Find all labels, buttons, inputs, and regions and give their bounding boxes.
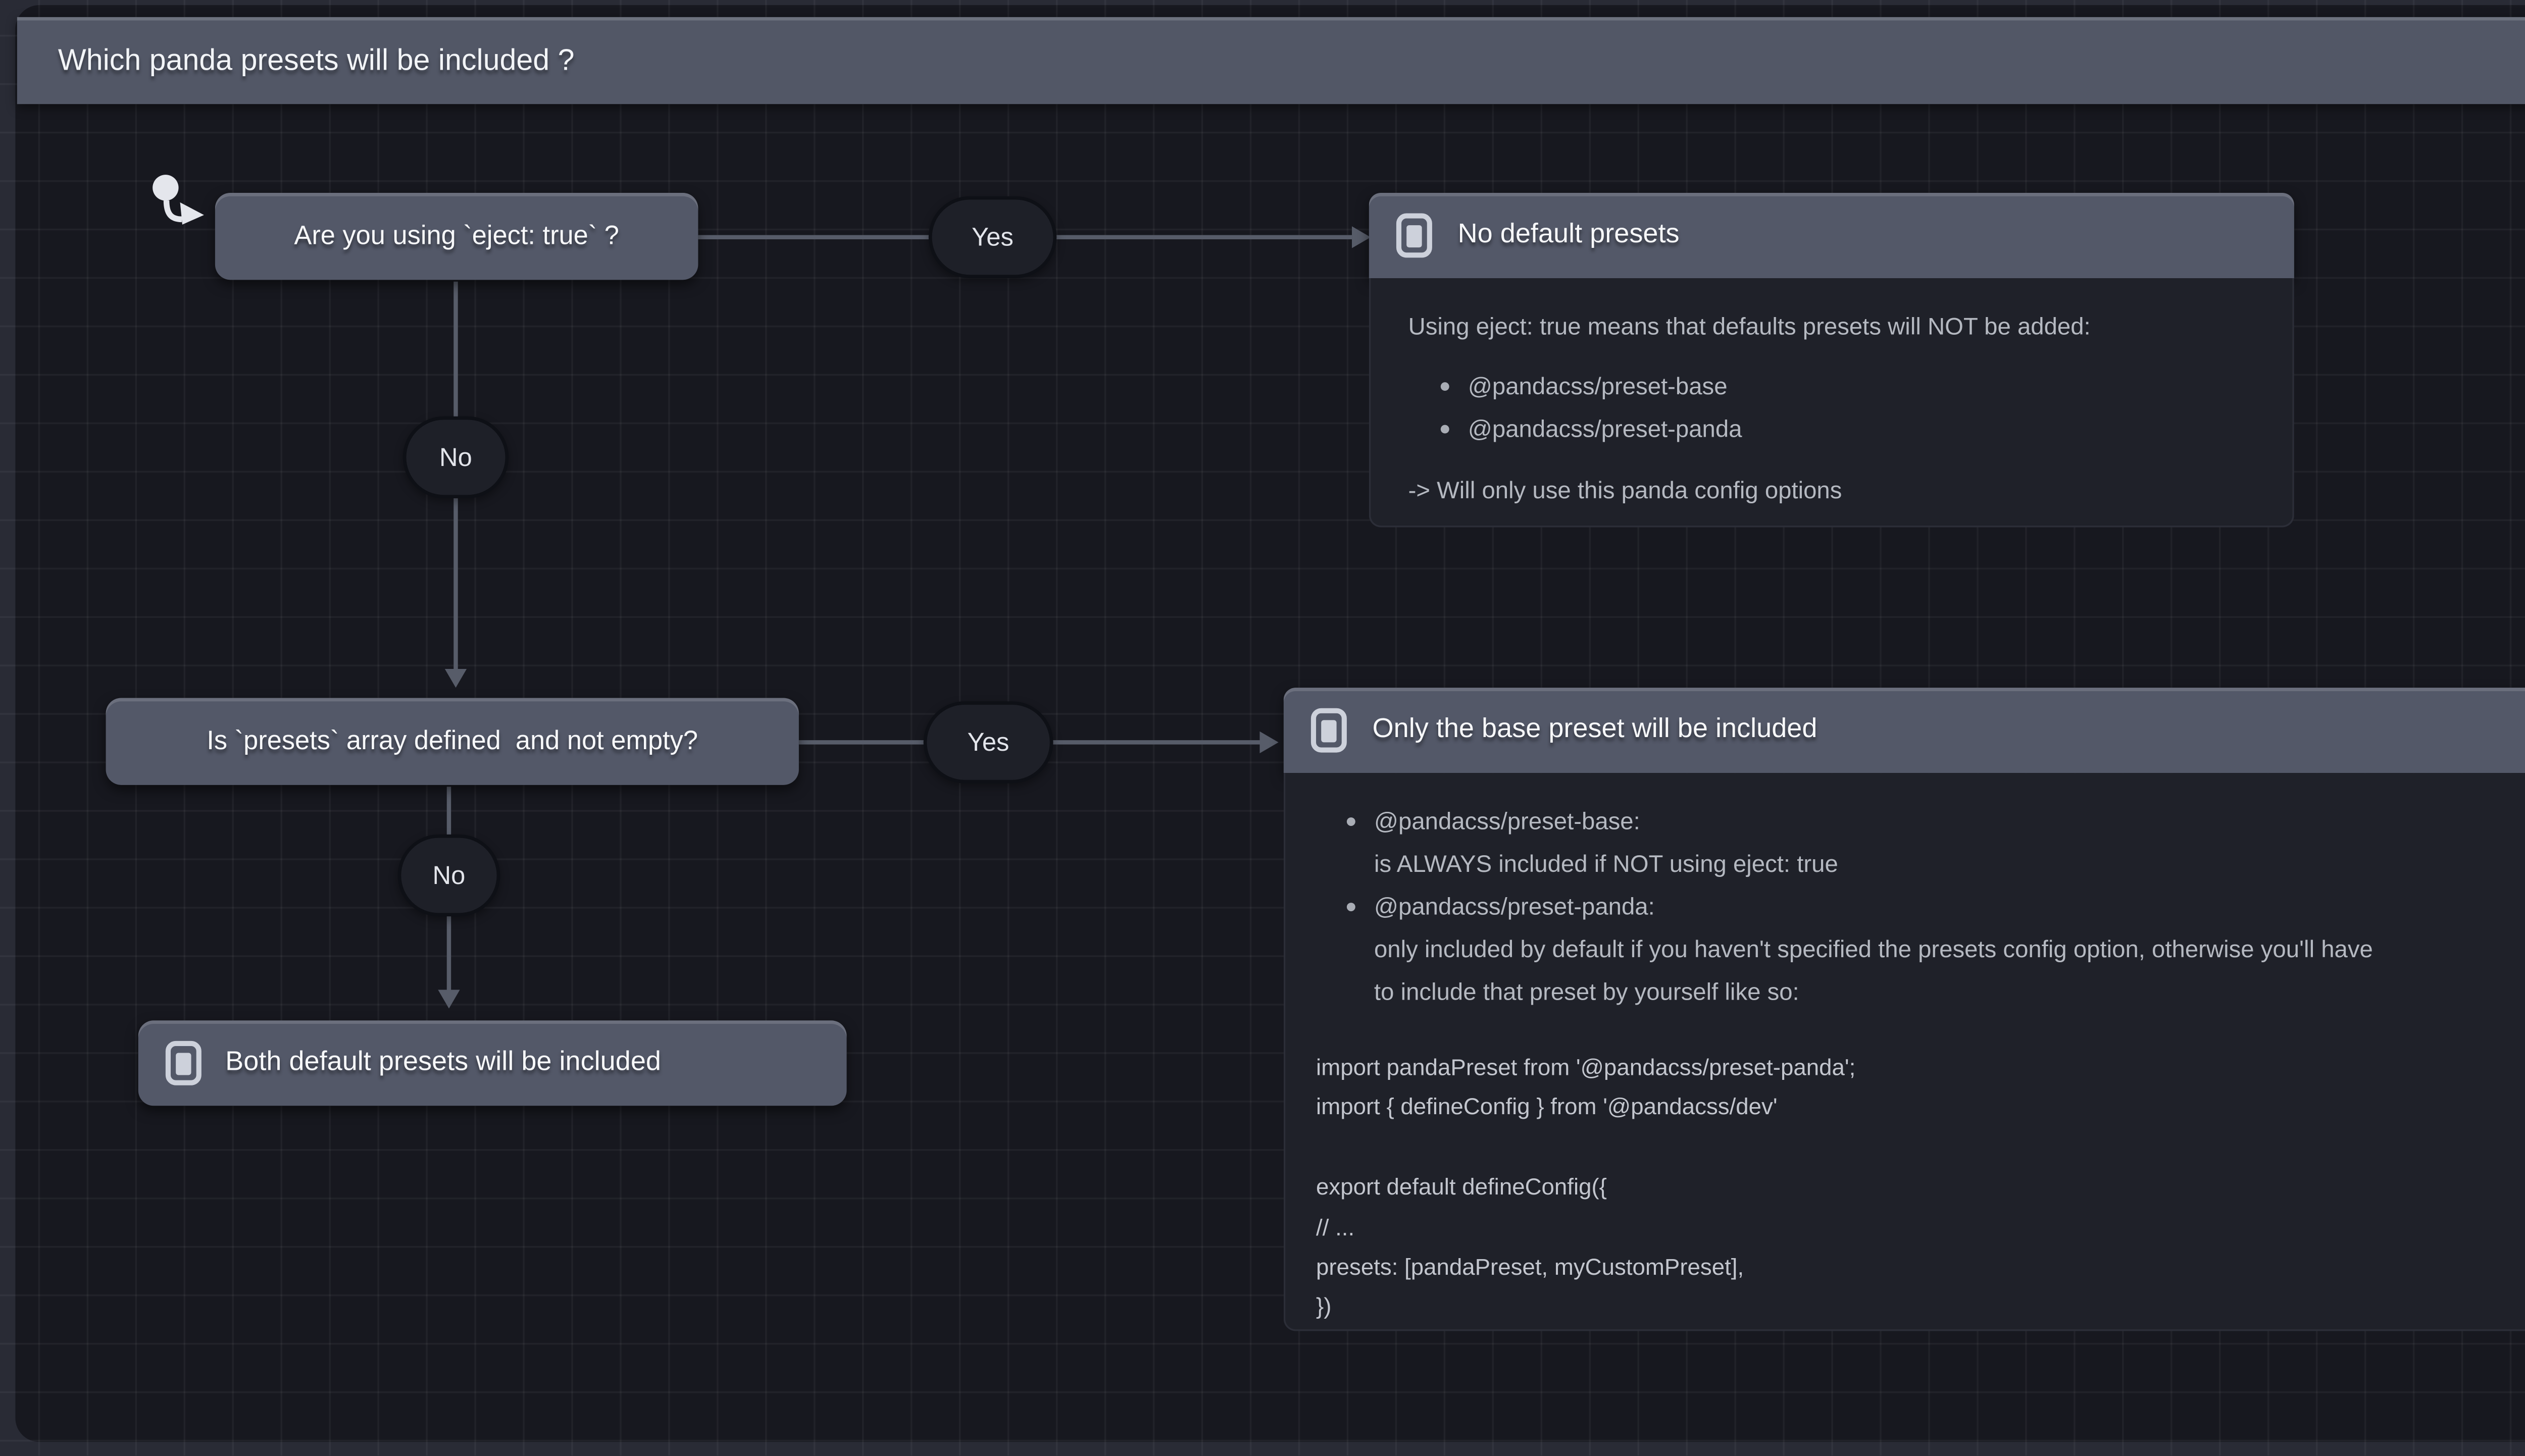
edge-label-text: No <box>432 861 466 890</box>
card-title: No default presets <box>1457 220 1680 249</box>
edge-label-text: No <box>439 443 472 472</box>
code-snippet: import pandaPreset from '@pandacss/prese… <box>1316 1054 1856 1320</box>
list-item-line: is ALWAYS included if NOT using eject: t… <box>1374 850 1838 877</box>
flow-node-presets-question[interactable]: Is `presets` array defined and not empty… <box>106 698 799 785</box>
edge-label-text: Yes <box>972 223 1014 252</box>
diagram-title-bar: Which panda presets will be included ? <box>17 17 2525 105</box>
list-item-title: @pandacss/preset-panda: <box>1285 886 2525 928</box>
edge-label-yes-1[interactable]: Yes <box>928 196 1057 278</box>
card-body: @pandacss/preset-base: is ALWAYS include… <box>1283 773 2525 1331</box>
edge-label-no-2[interactable]: No <box>397 834 500 917</box>
card-header: Only the base preset will be included <box>1283 688 2525 773</box>
list-item-line: to include that preset by yourself like … <box>1374 977 1799 1005</box>
card-note-text: -> Will only use this panda config optio… <box>1408 476 1842 504</box>
card-intro-text: Using eject: true means that defaults pr… <box>1408 312 2091 340</box>
card-body: Using eject: true means that defaults pr… <box>1369 278 2294 528</box>
edge-label-text: Yes <box>967 727 1009 757</box>
flow-node-label: Is `presets` array defined and not empty… <box>207 726 698 755</box>
preset-detail-list: @pandacss/preset-base: is ALWAYS include… <box>1285 773 2525 1014</box>
flow-node-label: Both default presets will be included <box>225 1048 661 1077</box>
edge-label-no-1[interactable]: No <box>402 416 509 498</box>
flow-node-both-presets[interactable]: Both default presets will be included <box>138 1020 847 1106</box>
stop-square-icon <box>165 1041 201 1085</box>
card-base-preset-only[interactable]: Only the base preset will be included @p… <box>1283 688 2525 1331</box>
preset-list: @pandacss/preset-base @pandacss/preset-p… <box>1371 365 2292 450</box>
list-item-title: @pandacss/preset-base: <box>1285 800 2525 843</box>
card-no-default-presets[interactable]: No default presets Using eject: true mea… <box>1369 192 2294 528</box>
list-item: @pandacss/preset-panda <box>1371 408 2292 451</box>
flow-node-eject-question[interactable]: Are you using `eject: true` ? <box>215 192 698 280</box>
stop-square-icon <box>1310 708 1347 753</box>
stop-square-icon <box>1396 213 1432 258</box>
page-title: Which panda presets will be included ? <box>58 42 575 77</box>
flow-node-label: Are you using `eject: true` ? <box>294 221 619 250</box>
card-header: No default presets <box>1369 192 2294 278</box>
list-item-line: only included by default if you haven't … <box>1374 935 2373 963</box>
cursor-start-icon <box>153 175 204 225</box>
edge-label-yes-2[interactable]: Yes <box>923 701 1053 784</box>
card-title: Only the base preset will be included <box>1372 715 1817 744</box>
list-item: @pandacss/preset-base <box>1371 365 2292 408</box>
